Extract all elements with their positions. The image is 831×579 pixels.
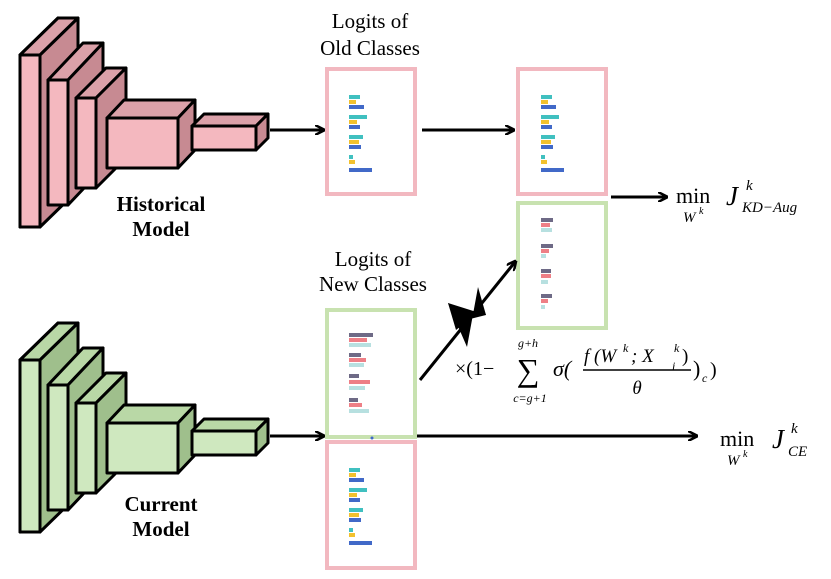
formula-num-end: ) (682, 346, 688, 367)
historical-model-label-line1: Historical (117, 192, 206, 216)
current-model-label-line2: Model (132, 517, 189, 541)
kd-min-sub-sup: k (699, 206, 704, 217)
formula-suffix: ) (710, 359, 717, 381)
current-old-logits-bars (349, 468, 372, 545)
ce-j-sup: k (791, 421, 798, 437)
formula-close: ) (693, 356, 700, 381)
old-logits-bars-2 (541, 95, 564, 172)
historical-model-network (18, 16, 270, 229)
kd-aug-loss: min W k J k KD−Aug (676, 178, 798, 226)
ce-min-sub: W (727, 453, 741, 469)
formula-numerator: f (W (584, 346, 618, 367)
new-logits-bars (349, 333, 373, 413)
new-logits-box-weighted (516, 201, 608, 330)
weight-formula: ×(1− g+h ∑ c=g+1 σ( f (W k ; X k i ) θ )… (455, 336, 717, 405)
logits-old-label-line2: Old Classes (320, 36, 420, 60)
formula-sum-upper: g+h (518, 336, 538, 350)
new-logits-box (325, 308, 417, 439)
ce-min-sub-sup: k (743, 449, 748, 460)
current-model-label-line1: Current (124, 492, 197, 516)
ce-loss: min W k J k CE (720, 421, 807, 469)
kd-j-sup: k (746, 178, 753, 194)
ce-j-subscript: CE (788, 444, 807, 460)
kd-min-op: min (676, 183, 710, 208)
formula-close-sub: c (702, 371, 708, 385)
kd-j-subscript: KD−Aug (741, 200, 798, 216)
multiply-bowtie-left-icon (448, 303, 470, 330)
old-logits-box-2 (516, 67, 608, 196)
kd-j-symbol: J (726, 181, 740, 211)
formula-num-mid: ; X (631, 346, 655, 367)
ce-min-op: min (720, 426, 754, 451)
current-old-logits-box (325, 440, 417, 570)
multiply-bowtie-right-icon (470, 306, 486, 319)
formula-prefix: ×(1− (455, 358, 494, 380)
formula-num-sup2: k (674, 341, 680, 355)
historical-model-label-line2: Model (132, 217, 189, 241)
weighted-new-logits-bars (541, 218, 553, 309)
old-logits-box (325, 67, 417, 196)
logits-new-label-line2: New Classes (319, 272, 427, 296)
formula-sigma: σ( (553, 356, 573, 381)
logits-new-label-line1: Logits of (335, 247, 411, 271)
formula-denominator: θ (632, 378, 641, 399)
current-model-network (18, 321, 270, 534)
old-logits-bars (349, 95, 372, 172)
formula-sum-symbol: ∑ (517, 352, 540, 388)
junction-dot (370, 436, 374, 440)
formula-num-sup: k (623, 341, 629, 355)
ce-j-symbol: J (772, 424, 786, 454)
formula-num-sub2: i (672, 359, 675, 373)
kd-min-sub: W (683, 210, 697, 226)
formula-sum-lower: c=g+1 (513, 391, 547, 405)
logits-old-label-line1: Logits of (332, 9, 408, 33)
